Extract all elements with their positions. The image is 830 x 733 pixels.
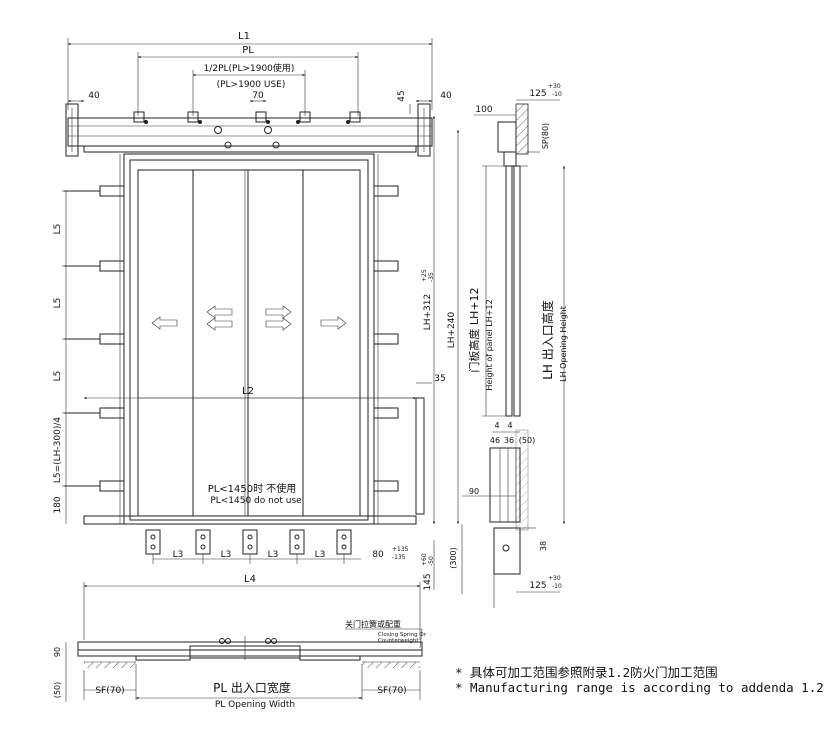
dim-lh312-tol-lower: -35 xyxy=(428,272,435,282)
dim-36: 36 xyxy=(504,436,514,445)
spring-label-en-1: Closing Spring Or xyxy=(378,632,427,638)
note-en: * Manufacturing range is according to ad… xyxy=(455,680,824,695)
dim-50-plan: (50) xyxy=(53,682,62,698)
spring-label-en-2: Counterweight xyxy=(378,638,419,644)
opening-height-cn: LH 出入口高度 xyxy=(540,300,555,380)
left-fixing-brackets xyxy=(64,185,125,492)
door-header-track xyxy=(65,103,433,157)
pl-width-en: PL Opening Width xyxy=(215,700,295,710)
dim-125-top-tol-upper: +30 xyxy=(548,83,561,90)
door-height-en: Height of panel LH+12 xyxy=(485,299,494,390)
dim-80-tol-lower: -135 xyxy=(392,554,406,561)
dim-125-top-tol-lower: -10 xyxy=(552,91,562,98)
opening-height-en: LH Opening Height xyxy=(559,306,568,382)
dim-l5-2: L5 xyxy=(53,298,63,309)
dim-lh312: LH+312 xyxy=(423,294,433,331)
door-panels xyxy=(137,169,420,517)
dim-125-bottom: 125 xyxy=(529,581,546,591)
dim-half-pl-cn: 1/2PL(PL>1900使用) xyxy=(204,62,295,74)
dim-40-right: 40 xyxy=(440,91,452,101)
door-height-cn: 门板高度 LH+12 xyxy=(467,287,481,372)
dim-sp80: SP(80) xyxy=(541,123,550,149)
dim-90-side: 90 xyxy=(469,487,479,496)
dim-l3-2: L3 xyxy=(221,550,232,560)
dim-half-pl-en: (PL>1900 USE) xyxy=(217,80,286,90)
dim-50: (50) xyxy=(519,436,535,445)
dim-l3-1: L3 xyxy=(173,550,184,560)
spring-label-cn: 关门拉簧或配重 xyxy=(345,619,401,629)
dim-l5-formula: L5=(LH-300)/4 xyxy=(53,417,63,484)
dim-l4: L4 xyxy=(244,574,256,585)
dim-145-tol-lower: -50 xyxy=(428,556,435,566)
dim-145: 145 xyxy=(423,573,433,590)
dim-l5-1: L5 xyxy=(53,224,63,235)
right-fixing-brackets xyxy=(373,185,425,515)
dim-35: 35 xyxy=(434,374,445,384)
dim-l2: L2 xyxy=(242,386,254,397)
sill-dimensions: L3 L3 L3 L3 80 +135 -135 145 +60 -50 xyxy=(152,540,435,591)
dim-lh240: LH+240 xyxy=(447,311,457,348)
dim-45: 45 xyxy=(397,90,407,101)
side-section: 100 125 +30 -10 SP(80) 门板高度 LH+12 Height… xyxy=(449,83,568,608)
note-pl1450-en: PL<1450 do not use xyxy=(210,496,302,506)
dim-80-tol-upper: +135 xyxy=(392,546,409,553)
dim-l3-3: L3 xyxy=(268,550,279,560)
dim-4a: 4 xyxy=(494,421,499,430)
note-pl1450-cn: PL<1450时 不使用 xyxy=(208,482,297,495)
right-height-dimensions: LH+312 +25 -35 LH+240 xyxy=(421,115,460,525)
top-dimensions: L1 PL 1/2PL(PL>1900使用) (PL>1900 USE) 70 … xyxy=(67,31,452,116)
dim-sf-left: SF(70) xyxy=(95,686,124,696)
dim-70: 70 xyxy=(252,91,264,101)
dim-125-bottom-tol-lower: -10 xyxy=(552,583,562,590)
dim-90-plan: 90 xyxy=(53,647,62,657)
dim-300: (300) xyxy=(449,547,458,569)
dim-100: 100 xyxy=(475,105,492,115)
dim-80: 80 xyxy=(372,550,384,560)
dim-180: 180 xyxy=(53,496,63,513)
dim-40-left: 40 xyxy=(88,91,100,101)
dim-pl: PL xyxy=(242,45,254,56)
dim-125-bottom-tol-upper: +30 xyxy=(548,575,561,582)
dim-sf-right: SF(70) xyxy=(377,686,406,696)
dim-4b: 4 xyxy=(507,421,512,430)
open-direction-arrows xyxy=(151,305,347,331)
dim-l5-3: L5 xyxy=(53,371,63,382)
dim-lh312-tol-upper: +25 xyxy=(421,269,428,282)
dim-l1: L1 xyxy=(238,31,250,42)
dim-145-tol-upper: +60 xyxy=(421,553,428,566)
plan-view: L4 关门拉簧或配重 Closing Spring Or Counterweig… xyxy=(53,574,427,710)
dim-46: 46 xyxy=(490,436,500,445)
dim-l3-4: L3 xyxy=(315,550,326,560)
front-elevation: L1 PL 1/2PL(PL>1900使用) (PL>1900 USE) 70 … xyxy=(53,31,460,591)
pl-width-cn: PL 出入口宽度 xyxy=(213,680,291,695)
note-cn: * 具体可加工范围参照附录1.2防火门加工范围 xyxy=(455,665,718,680)
dim-125-top: 125 xyxy=(529,89,546,99)
left-dimensions: L5 L5 L5 L5=(LH-300)/4 180 xyxy=(53,190,70,524)
dim-38: 38 xyxy=(539,541,548,551)
